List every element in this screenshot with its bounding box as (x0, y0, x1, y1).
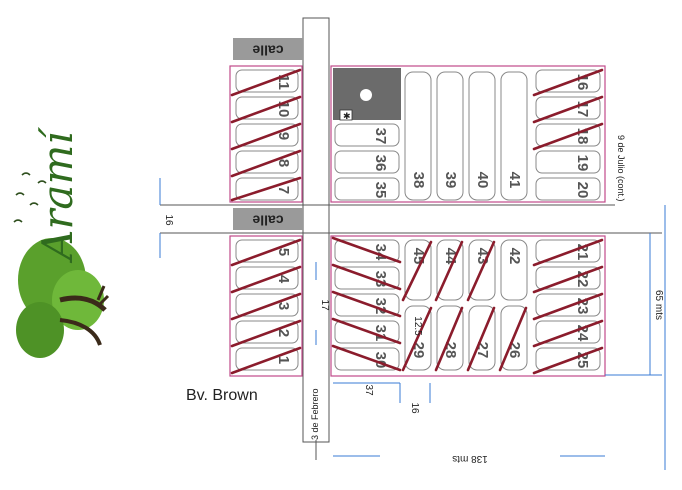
dim-37: 37 (363, 384, 374, 396)
lot-41[interactable]: 41 (500, 71, 528, 201)
svg-text:9: 9 (275, 132, 292, 140)
dim-138: 138 mts (452, 453, 488, 464)
dimension-lines (159, 178, 666, 470)
svg-text:1: 1 (275, 356, 292, 364)
dim-17: 17 (319, 299, 330, 311)
lot-9[interactable]: 9 (235, 123, 299, 147)
calle-top-label: calle (233, 38, 303, 60)
street-9-de-julio: 9 de Julio (cont.) (616, 135, 626, 202)
svg-text:40: 40 (474, 172, 491, 189)
block-left-bottom: 5 4 3 2 1 (229, 235, 303, 377)
svg-text:38: 38 (410, 172, 427, 189)
svg-text:20: 20 (574, 182, 591, 199)
svg-text:✱: ✱ (343, 111, 351, 121)
svg-text:2: 2 (275, 329, 292, 337)
lot-8[interactable]: 8 (235, 150, 299, 174)
lot-36[interactable]: 36 (334, 150, 400, 174)
block-left-top: 11 10 9 8 7 (229, 65, 303, 203)
svg-text:19: 19 (574, 155, 591, 172)
lot-37[interactable]: 37 (334, 123, 400, 147)
svg-text:35: 35 (372, 182, 389, 199)
brand-logo: Aramí (13, 127, 110, 358)
svg-text:39: 39 (442, 172, 459, 189)
lot-1[interactable]: 1 (235, 347, 299, 371)
dim-12-5: 12.5 (412, 316, 423, 336)
brand-name: Aramí (33, 127, 82, 264)
svg-text:37: 37 (372, 128, 389, 145)
svg-text:calle: calle (252, 212, 283, 228)
street-3-de-febrero: 3 de Febrero (310, 388, 320, 440)
svg-text:5: 5 (275, 248, 292, 256)
svg-text:calle: calle (252, 42, 283, 58)
block-right-bottom: 34 33 32 31 30 45 44 43 42 29 28 27 26 2… (330, 235, 606, 377)
calle-middle-label: calle (233, 208, 303, 230)
lot-19[interactable]: 19 (535, 150, 601, 174)
lot-2[interactable]: 2 (235, 320, 299, 344)
dim-16-bottom: 16 (409, 402, 420, 414)
lot-42[interactable]: 42 (500, 239, 528, 301)
lot-7[interactable]: 7 (235, 177, 299, 201)
lot-5[interactable]: 5 (235, 239, 299, 263)
svg-text:7: 7 (275, 186, 292, 194)
street-bv-brown: Bv. Brown (186, 387, 258, 404)
svg-text:4: 4 (275, 275, 292, 284)
dim-16-left: 16 (163, 214, 174, 226)
lot-35[interactable]: 35 (334, 177, 400, 201)
lot-3[interactable]: 3 (235, 293, 299, 317)
lot-38[interactable]: 38 (404, 71, 432, 201)
svg-text:3: 3 (275, 302, 292, 310)
lot-4[interactable]: 4 (235, 266, 299, 290)
svg-text:36: 36 (372, 155, 389, 172)
lot-39[interactable]: 39 (436, 71, 464, 201)
svg-text:41: 41 (506, 172, 523, 189)
tree-logo-icon (13, 172, 110, 358)
dim-65: 65 mts (653, 290, 664, 320)
lot-20[interactable]: 20 (535, 177, 601, 201)
lot-40[interactable]: 40 (468, 71, 496, 201)
common-area: ✱ (333, 68, 401, 121)
svg-text:42: 42 (506, 248, 523, 265)
block-right-top: ✱ 37 36 35 38 39 40 41 16 17 18 19 20 (330, 65, 606, 203)
svg-text:8: 8 (275, 159, 292, 167)
